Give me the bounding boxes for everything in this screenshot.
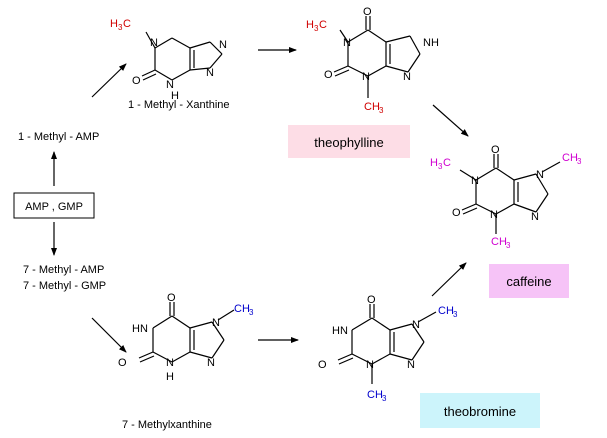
svg-text:3: 3 bbox=[314, 24, 319, 33]
svg-text:N: N bbox=[166, 79, 174, 91]
svg-text:N: N bbox=[150, 37, 158, 49]
theophylline-label: theophylline bbox=[314, 135, 383, 150]
structure-1-methylxanthine: O N N H N N H 3 C bbox=[110, 18, 227, 102]
amp-gmp-box bbox=[13, 192, 95, 219]
theophylline-box bbox=[288, 125, 410, 158]
svg-text:CH: CH bbox=[364, 101, 380, 113]
svg-text:N: N bbox=[206, 67, 214, 79]
arrow-1-methyl-amp-to-1-methylxanthine bbox=[91, 63, 127, 98]
1-methyl-amp-label: 1 - Methyl - AMP bbox=[18, 131, 99, 143]
caffeine-label: caffeine bbox=[506, 274, 551, 289]
svg-text:HN: HN bbox=[132, 323, 148, 335]
product-boxes: theophylline caffeine theobromine bbox=[288, 125, 569, 428]
svg-text:O: O bbox=[318, 359, 327, 371]
svg-text:O: O bbox=[452, 207, 461, 219]
svg-text:N: N bbox=[362, 71, 370, 83]
svg-text:3: 3 bbox=[453, 310, 458, 319]
arrow-theophylline-to-caffeine bbox=[432, 104, 469, 137]
caffeine-box bbox=[489, 264, 569, 298]
svg-text:CH: CH bbox=[438, 305, 454, 317]
svg-text:CH: CH bbox=[491, 236, 507, 248]
amp-gmp-label: AMP , GMP bbox=[25, 201, 83, 213]
1-methyl-xanthine-label: 1 - Methyl - Xanthine bbox=[128, 99, 230, 111]
reaction-arrows bbox=[51, 47, 469, 353]
svg-text:C: C bbox=[443, 157, 451, 169]
svg-text:N: N bbox=[219, 39, 227, 51]
svg-text:O: O bbox=[491, 144, 500, 156]
svg-text:O: O bbox=[367, 294, 376, 306]
svg-text:N: N bbox=[403, 71, 411, 83]
svg-text:H: H bbox=[306, 19, 314, 31]
svg-text:C: C bbox=[319, 19, 327, 31]
svg-text:O: O bbox=[324, 69, 333, 81]
svg-text:C: C bbox=[123, 18, 131, 30]
svg-text:H: H bbox=[110, 18, 118, 30]
theobromine-label: theobromine bbox=[444, 404, 516, 419]
svg-text:O: O bbox=[363, 6, 372, 18]
structure-7-methylxanthine: O HN O N H N N CH 3 bbox=[118, 292, 254, 383]
svg-text:N: N bbox=[166, 357, 174, 369]
svg-text:N: N bbox=[531, 211, 539, 223]
svg-text:NH: NH bbox=[423, 37, 439, 49]
svg-text:N: N bbox=[471, 175, 479, 187]
svg-text:H: H bbox=[430, 157, 438, 169]
svg-text:HN: HN bbox=[332, 325, 348, 337]
svg-text:N: N bbox=[412, 319, 420, 331]
structure-theobromine: O HN O N N N CH 3 CH 3 bbox=[318, 294, 458, 403]
svg-text:N: N bbox=[212, 317, 220, 329]
svg-text:3: 3 bbox=[118, 23, 123, 32]
svg-text:N: N bbox=[343, 37, 351, 49]
svg-text:N: N bbox=[407, 359, 415, 371]
svg-text:CH: CH bbox=[562, 152, 578, 164]
svg-text:3: 3 bbox=[382, 394, 387, 403]
svg-text:CH: CH bbox=[367, 389, 383, 401]
svg-text:N: N bbox=[207, 357, 215, 369]
svg-text:3: 3 bbox=[379, 106, 384, 115]
structure-theophylline: O N O N NH N H 3 C CH 3 bbox=[306, 6, 439, 115]
svg-text:H: H bbox=[171, 90, 179, 102]
svg-text:H: H bbox=[166, 371, 174, 383]
7-methylxanthine-label: 7 - Methylxanthine bbox=[122, 419, 212, 431]
theobromine-box bbox=[420, 393, 540, 428]
structure-caffeine: O N O N N N H 3 C CH 3 CH 3 bbox=[430, 144, 582, 250]
svg-text:N: N bbox=[490, 209, 498, 221]
svg-text:CH: CH bbox=[234, 303, 250, 315]
svg-text:N: N bbox=[366, 359, 374, 371]
svg-text:3: 3 bbox=[577, 157, 582, 166]
arrow-7-methyl-gmp-to-7-methylxanthine bbox=[91, 317, 127, 353]
svg-text:3: 3 bbox=[249, 308, 254, 317]
7-methyl-amp-label: 7 - Methyl - AMP bbox=[23, 264, 104, 276]
7-methyl-gmp-label: 7 - Methyl - GMP bbox=[23, 280, 106, 292]
svg-text:3: 3 bbox=[438, 162, 443, 171]
svg-text:O: O bbox=[132, 75, 141, 87]
svg-text:N: N bbox=[536, 169, 544, 181]
svg-text:3: 3 bbox=[506, 241, 511, 250]
arrow-theobromine-to-caffeine bbox=[431, 262, 467, 297]
svg-text:O: O bbox=[118, 357, 127, 369]
svg-text:O: O bbox=[167, 292, 176, 304]
intermediate-labels: AMP , GMP 1 - Methyl - AMP 1 - Methyl - … bbox=[13, 99, 230, 431]
